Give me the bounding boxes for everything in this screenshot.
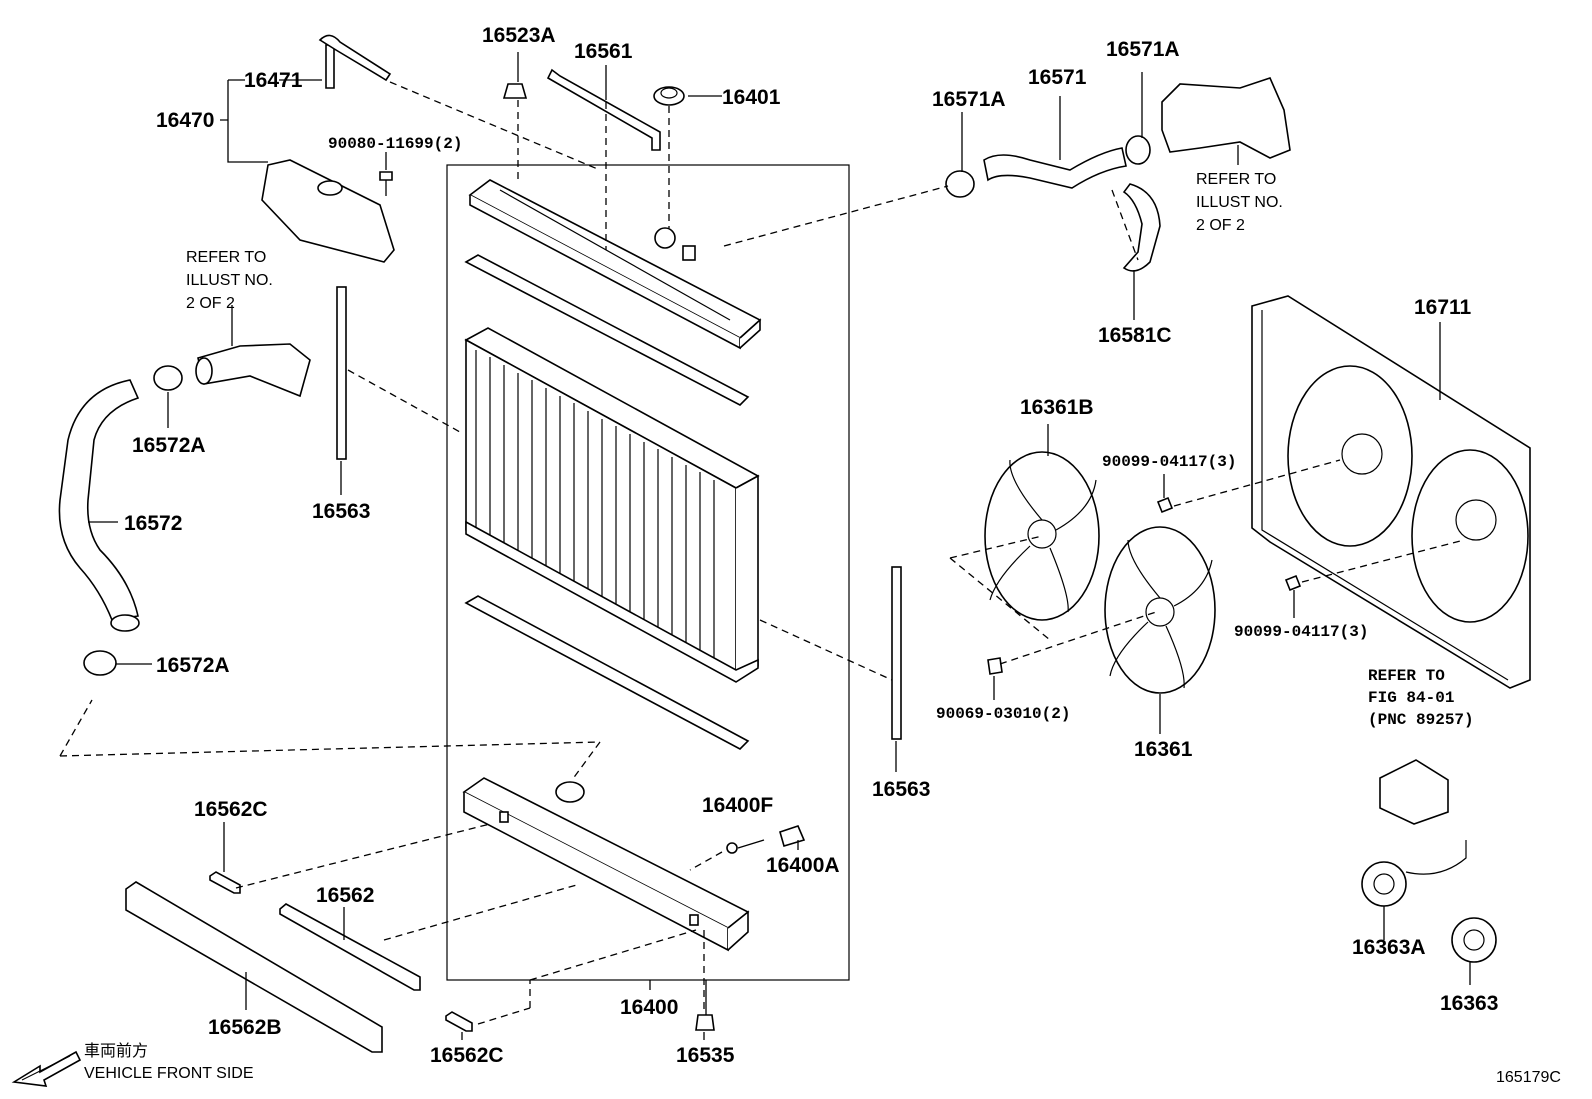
- refer-note-right: REFER TO ILLUST NO. 2 OF 2: [1196, 171, 1283, 234]
- label-90099-04117-bottom: 90099-04117(3): [1234, 623, 1368, 641]
- nut-90069[interactable]: [987, 657, 1003, 675]
- cooling-fan-16361[interactable]: [1104, 526, 1216, 694]
- water-outlet[interactable]: [1161, 77, 1291, 159]
- label-16400A: 16400A: [766, 854, 840, 877]
- refer-note-fig: REFER TO FIG 84-01 (PNC 89257): [1368, 667, 1474, 729]
- resistor-module[interactable]: [1379, 759, 1449, 825]
- refer-note-left-line2: ILLUST NO.: [186, 272, 273, 289]
- label-16363: 16363: [1440, 992, 1498, 1015]
- label-16572A-top: 16572A: [132, 434, 206, 457]
- refer-note-fig-line2: FIG 84-01: [1368, 689, 1454, 707]
- label-16361B: 16361B: [1020, 396, 1094, 419]
- label-16535: 16535: [676, 1044, 735, 1067]
- lower-hose-16572[interactable]: [58, 379, 140, 632]
- seal-16562[interactable]: [279, 903, 421, 991]
- label-16571: 16571: [1028, 66, 1087, 89]
- side-seal-16563-right[interactable]: [891, 566, 902, 740]
- label-16562: 16562: [316, 884, 374, 907]
- plug-16535[interactable]: [695, 1014, 715, 1031]
- refer-note-fig-line3: (PNC 89257): [1368, 711, 1474, 729]
- refer-note-fig-line1: REFER TO: [1368, 667, 1445, 685]
- label-16563-left: 16563: [312, 500, 370, 523]
- figure-code: 165179C: [1496, 1069, 1561, 1086]
- bolt-90080[interactable]: [379, 171, 393, 196]
- plug-16523A[interactable]: [502, 83, 528, 99]
- label-90099-04117-top: 90099-04117(3): [1102, 453, 1236, 471]
- label-16571A-left: 16571A: [932, 88, 1006, 111]
- fan-motor-16363A[interactable]: [1361, 840, 1467, 907]
- fan-motor-16363[interactable]: [1451, 917, 1497, 963]
- radiator-assembly-frame: [446, 164, 850, 981]
- label-16471: 16471: [244, 69, 303, 92]
- leader-lines: [88, 52, 1471, 1040]
- seal-16562B[interactable]: [125, 881, 383, 1053]
- label-16562C-top: 16562C: [194, 798, 268, 821]
- label-16363A: 16363A: [1352, 936, 1426, 959]
- dashed-reference-lines: [59, 81, 1465, 1025]
- fan-shroud-16711[interactable]: [1251, 295, 1531, 689]
- radiator-core[interactable]: [464, 327, 760, 683]
- upper-hose-16571[interactable]: [983, 147, 1127, 189]
- hose-clamp-16571A-right[interactable]: [1125, 135, 1151, 165]
- refer-note-right-line3: 2 OF 2: [1196, 217, 1245, 234]
- refer-note-right-line1: REFER TO: [1196, 171, 1276, 188]
- vehicle-front-jp: 車両前方: [84, 1042, 148, 1060]
- refer-note-left-line1: REFER TO: [186, 249, 266, 266]
- refer-note-left: REFER TO ILLUST NO. 2 OF 2: [186, 249, 273, 312]
- bolt-90099-top[interactable]: [1156, 496, 1174, 514]
- refer-note-right-line2: ILLUST NO.: [1196, 194, 1283, 211]
- label-16361: 16361: [1134, 738, 1193, 761]
- radiator-upper-tank[interactable]: [468, 179, 762, 350]
- bolt-90099-bottom[interactable]: [1284, 574, 1302, 592]
- seal-16562C-bottom[interactable]: [445, 1011, 473, 1032]
- radiator-lower-tank[interactable]: [462, 777, 750, 952]
- label-90069-03010: 90069-03010(2): [936, 705, 1070, 723]
- water-inlet-pipe[interactable]: [195, 343, 311, 398]
- o-ring-16400F[interactable]: [726, 842, 738, 854]
- label-90080-11699: 90080-11699(2): [328, 135, 462, 153]
- label-16562C-bottom: 16562C: [430, 1044, 504, 1067]
- label-16581C: 16581C: [1098, 324, 1172, 347]
- label-16561: 16561: [574, 40, 633, 63]
- vehicle-front-indicator: 車両前方 VEHICLE FRONT SIDE: [11, 1042, 254, 1087]
- label-16563-right: 16563: [872, 778, 930, 801]
- drain-cock-16400A[interactable]: [779, 825, 806, 847]
- bracket-16581C[interactable]: [1122, 183, 1161, 272]
- label-16401: 16401: [722, 86, 781, 109]
- radiator-cap-16401[interactable]: [653, 86, 685, 106]
- label-16470: 16470: [156, 109, 214, 132]
- refer-note-left-line3: 2 OF 2: [186, 295, 235, 312]
- label-16523A: 16523A: [482, 24, 556, 47]
- upper-tank-seal: [464, 254, 750, 406]
- label-16562B: 16562B: [208, 1016, 282, 1039]
- side-seal-16561[interactable]: [546, 68, 661, 151]
- cooling-fan-16361B[interactable]: [984, 451, 1100, 621]
- hose-clamp-16572A-bottom[interactable]: [83, 650, 117, 676]
- side-seal-16563-left[interactable]: [336, 286, 347, 460]
- label-16400F: 16400F: [702, 794, 773, 817]
- hose-clamp-16571A-left[interactable]: [945, 170, 975, 198]
- seal-16562C-top[interactable]: [209, 871, 241, 894]
- label-16572: 16572: [124, 512, 182, 535]
- vehicle-front-en: VEHICLE FRONT SIDE: [84, 1065, 254, 1082]
- vehicle-front-arrow-icon: [11, 1050, 82, 1087]
- label-16400: 16400: [620, 996, 678, 1019]
- label-16711: 16711: [1414, 296, 1472, 319]
- reservoir-tank-16470[interactable]: [261, 34, 395, 263]
- hose-clamp-16572A-top[interactable]: [153, 365, 183, 391]
- lower-tank-seal: [464, 595, 750, 750]
- label-16571A-right: 16571A: [1106, 38, 1180, 61]
- label-16572A-bottom: 16572A: [156, 654, 230, 677]
